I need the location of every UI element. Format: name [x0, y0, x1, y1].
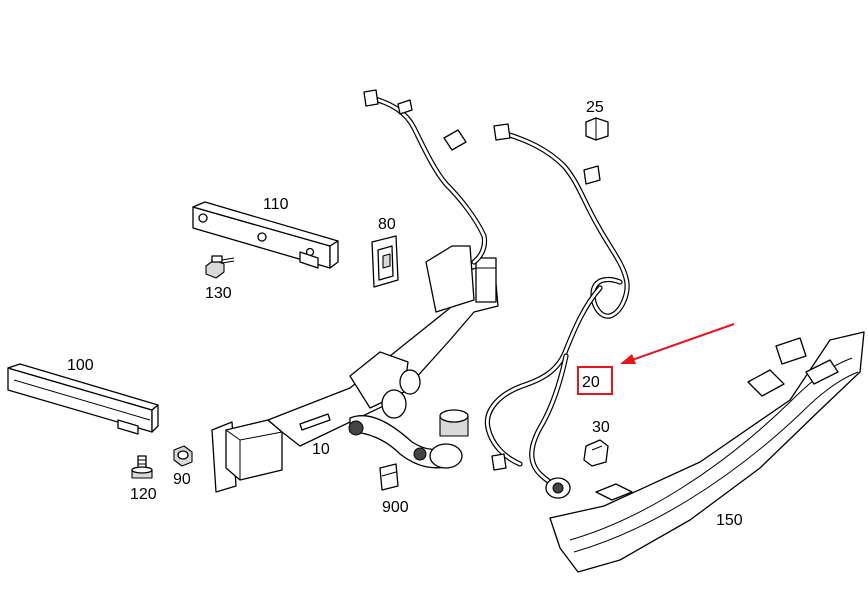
part-10-towbar[interactable]: [211, 245, 499, 493]
label-part-900: 900: [382, 499, 409, 516]
part-100-bar[interactable]: [7, 363, 159, 435]
label-part-90: 90: [173, 471, 191, 488]
part-80-bracket[interactable]: [371, 235, 399, 288]
label-part-150: 150: [716, 512, 743, 529]
label-part-30: 30: [592, 419, 610, 436]
highlight-arrow: [620, 323, 735, 364]
part-120-bolt[interactable]: [131, 455, 153, 479]
part-90-nut[interactable]: [173, 445, 193, 467]
part-25-clip[interactable]: [585, 117, 609, 141]
part-900-connector[interactable]: [379, 463, 399, 491]
label-part-110: 110: [263, 196, 289, 213]
label-part-10: 10: [312, 441, 330, 458]
label-part-25: 25: [586, 99, 604, 116]
towbar-wiring-loom: [363, 89, 488, 265]
label-part-130: 130: [205, 285, 232, 302]
part-150-bumper[interactable]: [549, 331, 865, 573]
part-30-clip[interactable]: [583, 439, 609, 467]
part-110-bar[interactable]: [192, 201, 339, 269]
highlight-box: [577, 366, 613, 395]
label-part-120: 120: [130, 486, 157, 503]
label-part-100: 100: [67, 357, 94, 374]
label-part-80: 80: [378, 216, 396, 233]
part-20-wiring-harness[interactable]: [484, 123, 630, 499]
part-130-bolt[interactable]: [205, 255, 235, 279]
label-part-20: 20: [582, 374, 600, 391]
